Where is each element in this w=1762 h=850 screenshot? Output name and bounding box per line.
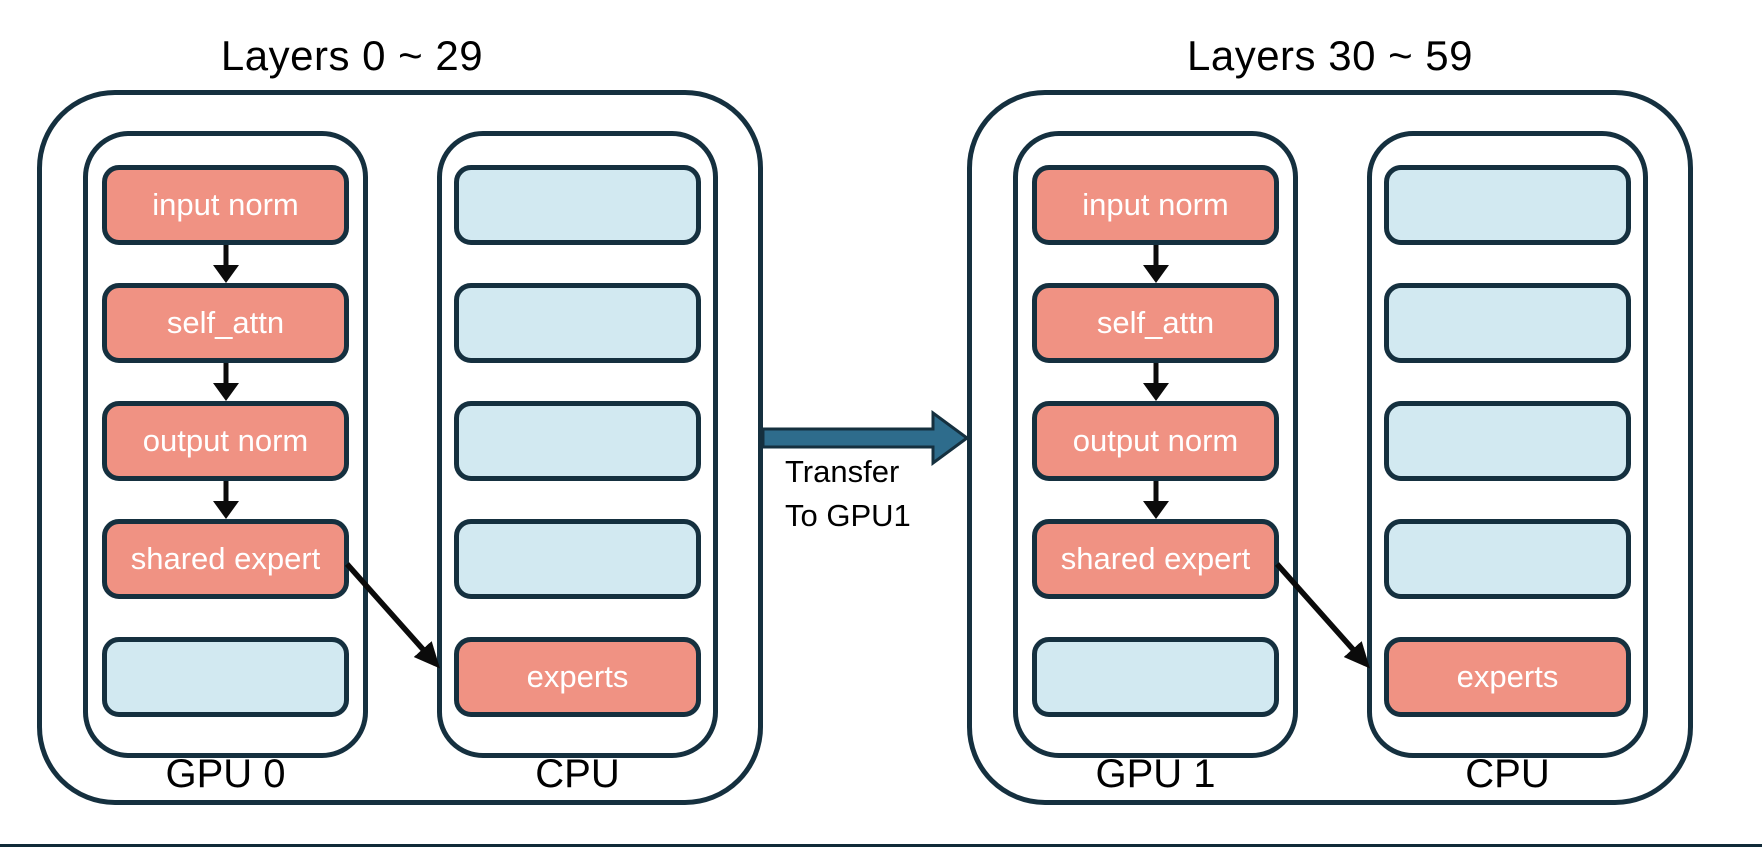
bottom-edge-bar [0, 844, 1762, 847]
empty-gap [1384, 481, 1631, 519]
empty-slot-box [454, 283, 701, 363]
cpu-column-left: experts [437, 131, 718, 758]
empty-gap [1384, 245, 1631, 283]
gpu0-label: GPU 0 [165, 752, 286, 796]
module-box-input-norm: input norm [102, 165, 349, 245]
transfer-label-line2: To GPU1 [785, 498, 911, 533]
empty-slot-box [1384, 165, 1631, 245]
cpu-label-right: CPU [1465, 752, 1550, 796]
flow-arrow-down-icon [102, 245, 349, 283]
group-title: Layers 0 ~ 29 [220, 32, 484, 79]
flow-arrow-down-icon [1032, 481, 1279, 519]
empty-slot-box [454, 519, 701, 599]
empty-gap [454, 245, 701, 283]
module-box-output-norm: output norm [102, 401, 349, 481]
flow-arrow-down-icon [102, 481, 349, 519]
empty-gap [1384, 363, 1631, 401]
module-box-shared-expert: shared expert [102, 519, 349, 599]
cpu-column-right: experts [1367, 131, 1648, 758]
empty-gap [1384, 599, 1631, 637]
transfer-label-line1: Transfer [785, 454, 900, 489]
flow-arrow-down-icon [1032, 363, 1279, 401]
empty-gap [1032, 599, 1279, 637]
module-box-experts: experts [1384, 637, 1631, 717]
empty-gap [102, 599, 349, 637]
empty-slot-box [102, 637, 349, 717]
empty-gap [454, 481, 701, 519]
module-box-self-attn: self_attn [102, 283, 349, 363]
empty-slot-box [454, 165, 701, 245]
layer-group-0-29: Layers 0 ~ 29 input norm self_attn outpu… [37, 0, 763, 850]
module-box-self-attn: self_attn [1032, 283, 1279, 363]
gpu0-column: input norm self_attn output norm shared … [83, 131, 368, 758]
module-box-input-norm: input norm [1032, 165, 1279, 245]
module-box-shared-expert: shared expert [1032, 519, 1279, 599]
group-title: Layers 30 ~ 59 [1186, 32, 1474, 79]
empty-slot-box [454, 401, 701, 481]
cpu-label-left: CPU [535, 752, 620, 796]
empty-slot-box [1384, 519, 1631, 599]
layer-group-30-59: Layers 30 ~ 59 input norm self_attn outp… [967, 0, 1693, 850]
flow-arrow-down-icon [102, 363, 349, 401]
empty-slot-box [1032, 637, 1279, 717]
gpu1-column: input norm self_attn output norm shared … [1013, 131, 1298, 758]
empty-slot-box [1384, 401, 1631, 481]
empty-slot-box [1384, 283, 1631, 363]
empty-gap [454, 363, 701, 401]
flow-arrow-down-icon [1032, 245, 1279, 283]
transfer-label: Transfer To GPU1 [785, 450, 911, 538]
gpu1-label: GPU 1 [1095, 752, 1216, 796]
empty-gap [454, 599, 701, 637]
module-box-output-norm: output norm [1032, 401, 1279, 481]
module-box-experts: experts [454, 637, 701, 717]
